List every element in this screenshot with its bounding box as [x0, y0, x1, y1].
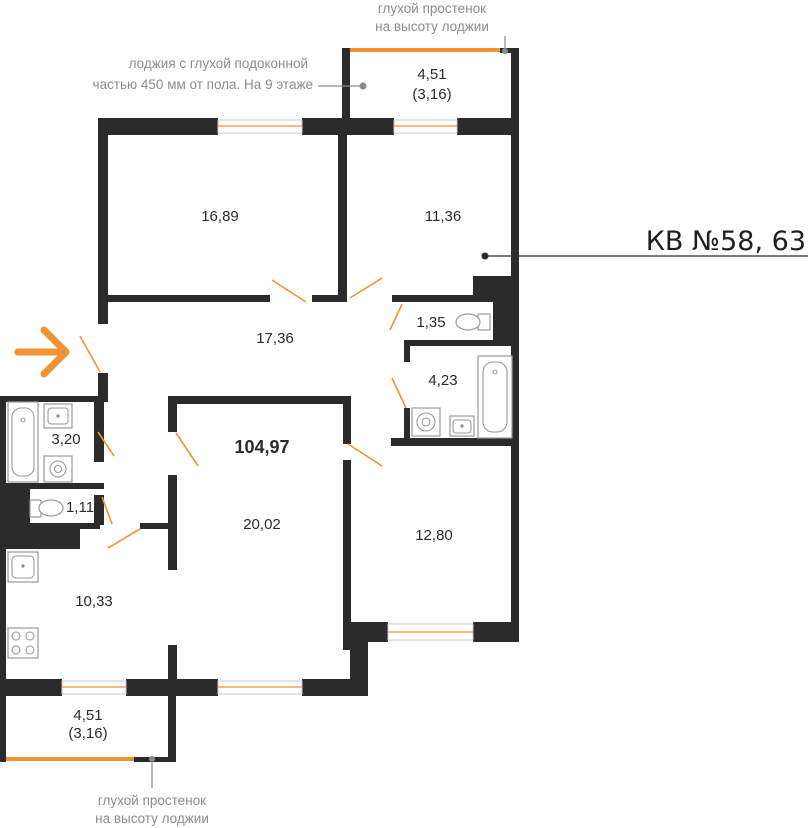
loggia-bottom-area: 4,51: [73, 707, 102, 724]
fixtures: [7, 313, 513, 659]
windows: [6, 48, 500, 761]
notes: глухой простенок на высоту лоджии лоджия…: [93, 1, 489, 826]
apartment-label: КВ №58, 63: [646, 226, 806, 257]
note-loggia-line2: частью 450 мм от пола. На 9 этаже: [93, 77, 313, 92]
room-area-bathroom-left: 3,20: [51, 431, 80, 448]
note-bottom-pillar-line1: глухой простенок: [98, 793, 206, 808]
washing-machine-icon: [43, 455, 73, 483]
total-area: 104,97: [234, 437, 289, 457]
doors: [79, 277, 407, 549]
bathtub-icon: [7, 401, 39, 483]
note-top-pillar-line1: глухой простенок: [378, 1, 486, 16]
note-loggia-line1: лоджия с глухой подоконной: [129, 56, 308, 71]
room-area-kitchen: 10,33: [75, 593, 113, 610]
stove-icon: [7, 627, 39, 659]
room-area-bedroom-top-left: 16,89: [201, 208, 239, 225]
loggia-top-area: 4,51: [417, 66, 446, 83]
toilet-icon: [29, 499, 64, 518]
room-area-bathroom-right: 4,23: [428, 372, 457, 389]
note-bottom-pillar-line2: на высоту лоджии: [95, 811, 209, 826]
walls: [0, 48, 519, 762]
room-area-living-room: 20,02: [243, 516, 281, 533]
sink-icon: [449, 415, 475, 437]
room-area-toilet-right: 1,35: [416, 314, 445, 331]
loggia-bottom-area-reduced: (3,16): [68, 725, 107, 742]
entrance-arrow-icon: [14, 326, 70, 378]
room-area-bedroom-top-right: 11,36: [425, 208, 461, 225]
sink-icon: [43, 403, 73, 429]
room-area-bedroom-right: 12,80: [415, 527, 453, 544]
bathtub-icon: [477, 355, 513, 439]
loggia-top-area-reduced: (3,16): [412, 86, 451, 103]
room-area-hall: 17,36: [256, 330, 294, 347]
sink-icon: [7, 551, 39, 583]
room-labels: 4,51 (3,16) 16,89 11,36 17,36 1,35 4,23 …: [51, 66, 461, 742]
note-top-pillar-line2: на высоту лоджии: [375, 19, 489, 34]
washing-machine-icon: [411, 407, 441, 437]
room-area-toilet-left: 1,11: [66, 499, 94, 516]
toilet-icon: [455, 313, 491, 331]
leader-lines: [149, 36, 808, 788]
